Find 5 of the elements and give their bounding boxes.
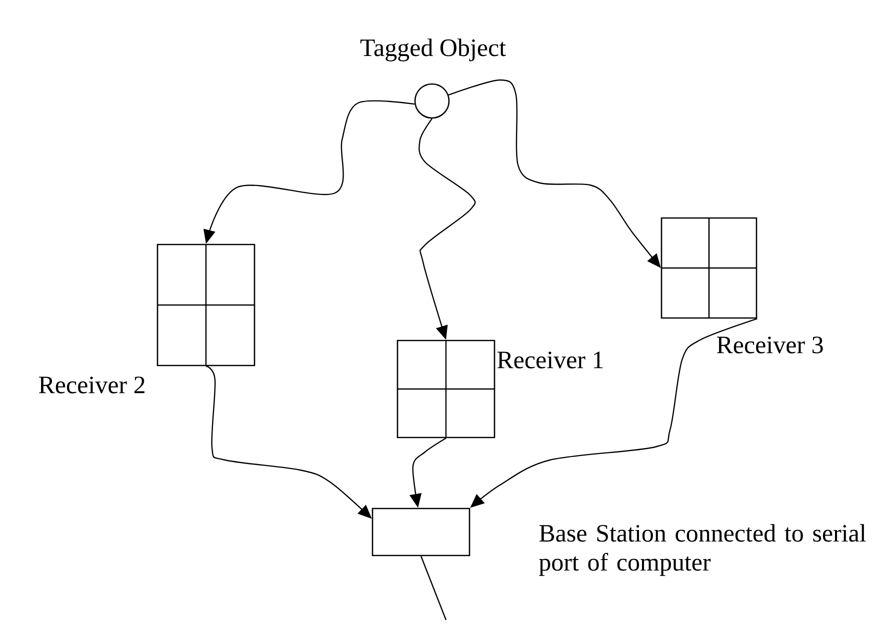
node-label: Receiver 2	[38, 376, 144, 394]
node-label: Receiver 1	[497, 352, 603, 368]
node-label: Receiver 3	[716, 336, 823, 354]
node-label: Base Station connected to serial port of computer	[539, 524, 866, 576]
node-label: Tagged Object	[360, 38, 506, 62]
